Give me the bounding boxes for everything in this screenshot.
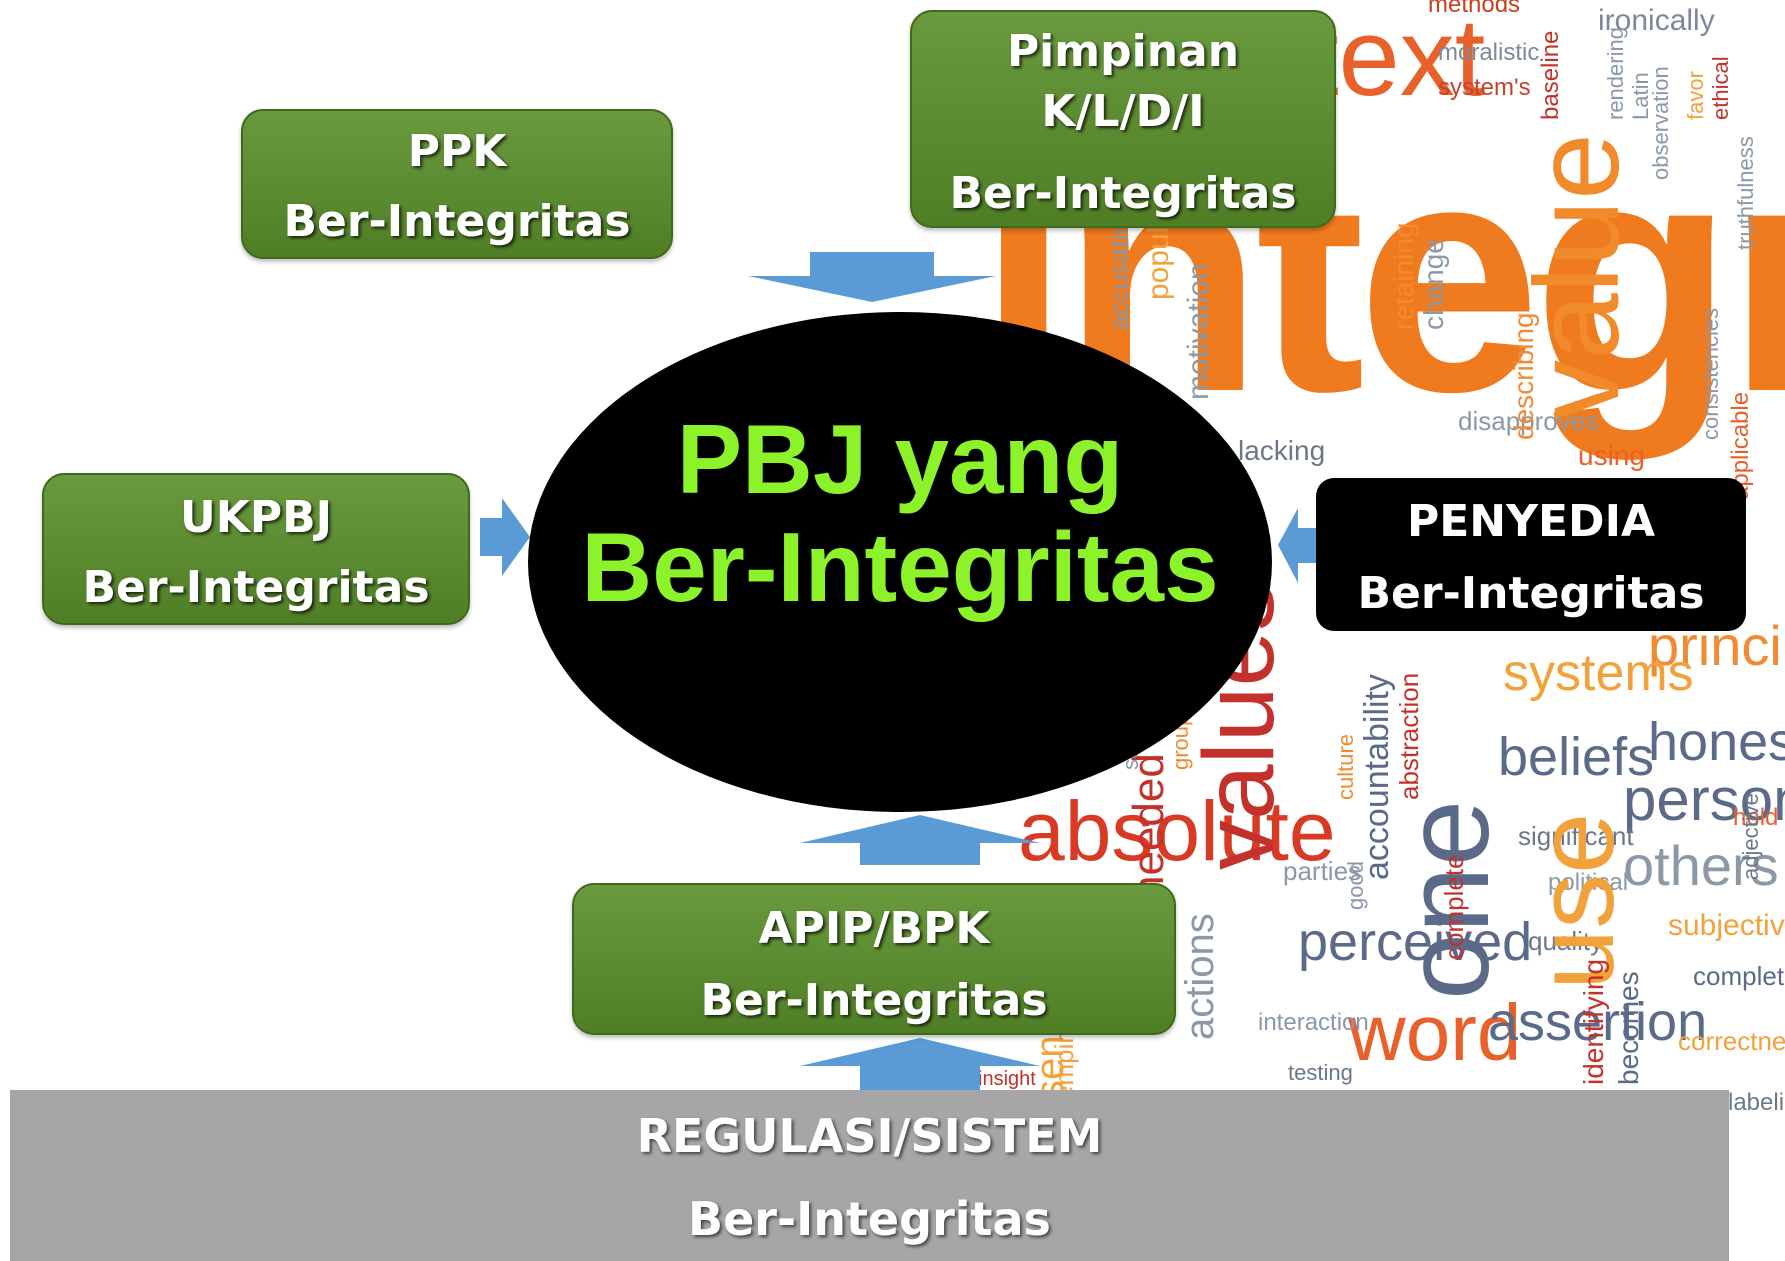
center-title-line2: Ber-Integritas: [581, 512, 1219, 622]
ppk-box: PPK Ber-Integritas: [241, 109, 673, 259]
cloud-word: others: [1623, 834, 1779, 897]
cloud-word: parties: [1283, 856, 1361, 886]
cloud-word: using: [1578, 440, 1645, 471]
cloud-word: beliefs: [1498, 727, 1654, 787]
cloud-word: identifying: [1578, 959, 1609, 1085]
arrow-right-from-ukpbj: [480, 498, 530, 576]
apip-title: APIP/BPK: [758, 903, 990, 954]
cloud-word: moralistic: [1438, 39, 1539, 66]
cloud-word: retaining: [1388, 223, 1419, 330]
ppk-subtitle: Ber-Integritas: [283, 196, 631, 247]
penyedia-subtitle: Ber-Integritas: [1357, 568, 1705, 619]
regulasi-subtitle: Ber-Integritas: [688, 1192, 1051, 1246]
cloud-word: truthfulness: [1733, 136, 1758, 250]
cloud-word: methods: [1428, 0, 1520, 18]
penyedia-title: PENYEDIA: [1407, 496, 1655, 547]
cloud-word: adjective: [1738, 793, 1763, 880]
cloud-word: ethical: [1708, 56, 1733, 120]
cloud-word: value: [1510, 133, 1644, 420]
cloud-word: one: [1380, 800, 1514, 1000]
center-title: PBJ yang Ber-Integritas: [528, 405, 1272, 621]
cloud-word: use: [1514, 813, 1637, 990]
cloud-word: interaction: [1258, 1009, 1369, 1036]
cloud-word: lacking: [1238, 435, 1325, 466]
cloud-word: becomes: [1613, 971, 1644, 1085]
cloud-word: disapproves: [1458, 406, 1598, 436]
cloud-word: insight: [978, 1068, 1036, 1090]
arrow-up-from-apip: [800, 815, 1040, 865]
cloud-word: culture: [1333, 734, 1358, 800]
ppk-title: PPK: [407, 126, 507, 177]
cloud-word: correctness: [1678, 1026, 1785, 1056]
apip-subtitle: Ber-Integritas: [700, 975, 1048, 1026]
cloud-word: accountability: [1358, 674, 1396, 880]
pimpinan-title-line1: Pimpinan: [1006, 26, 1240, 77]
cloud-word: ironically: [1598, 4, 1715, 37]
cloud-word: testing: [1288, 1060, 1353, 1085]
ukpbj-title: UKPBJ: [180, 492, 332, 543]
cloud-word: word: [1347, 988, 1521, 1077]
center-title-line1: PBJ yang: [676, 404, 1124, 514]
pimpinan-title-line2: K/L/D/I: [1041, 86, 1205, 137]
pimpinan-box: Pimpinan K/L/D/I Ber-Integritas: [910, 10, 1336, 228]
cloud-word: good: [1343, 861, 1368, 910]
arrow-down-from-pimpinan: [748, 252, 996, 302]
ukpbj-box: UKPBJ Ber-Integritas: [42, 473, 470, 625]
cloud-word: hold: [1733, 804, 1778, 831]
cloud-word: system's: [1438, 74, 1531, 101]
cloud-word: subjectively: [1668, 909, 1785, 942]
word-cloud-svg: integrity text methods ironically morali…: [978, 0, 1785, 1116]
cloud-word: complete: [1439, 855, 1469, 961]
cloud-word: rendering: [1603, 27, 1628, 120]
cloud-word: favor: [1683, 71, 1708, 120]
arrow-up-from-regulasi: [800, 1038, 1040, 1090]
cloud-word: describing: [1508, 312, 1539, 440]
cloud-word: completely: [1693, 961, 1785, 991]
regulasi-title: REGULASI/SISTEM: [636, 1109, 1103, 1163]
cloud-word: honesty: [1648, 712, 1785, 772]
cloud-word: absolute: [1018, 784, 1336, 878]
cloud-word: political: [1548, 869, 1628, 896]
center-ellipse: [528, 312, 1272, 812]
apip-bpk-box: APIP/BPK Ber-Integritas: [572, 883, 1176, 1035]
cloud-word: significant: [1518, 821, 1634, 851]
cloud-word: quality: [1528, 926, 1603, 956]
ukpbj-subtitle: Ber-Integritas: [82, 562, 430, 613]
cloud-word: person: [1623, 766, 1785, 833]
cloud-word: baseline: [1537, 31, 1564, 120]
penyedia-box: PENYEDIA Ber-Integritas: [1316, 478, 1746, 631]
cloud-word: motivation: [1182, 263, 1215, 400]
cloud-word: actions: [1178, 913, 1222, 1040]
arrow-left-from-penyedia: [1278, 508, 1318, 583]
cloud-word: perceived: [1298, 912, 1532, 972]
cloud-word: assertion: [1488, 992, 1707, 1052]
cloud-word: Latin: [1628, 72, 1653, 120]
cloud-word: consistencies: [1698, 308, 1723, 440]
cloud-word: observation: [1648, 66, 1673, 180]
cloud-word: labeling: [1728, 1089, 1785, 1116]
cloud-word: change: [1418, 238, 1449, 330]
cloud-word: systems: [1503, 644, 1694, 702]
cloud-word: abstraction: [1394, 673, 1424, 800]
pimpinan-subtitle: Ber-Integritas: [949, 168, 1297, 219]
regulasi-sistem-bar: REGULASI/SISTEM Ber-Integritas: [10, 1090, 1729, 1261]
cloud-word: needed: [1124, 753, 1173, 900]
cloud-word: text: [1308, 0, 1485, 119]
integrity-word-cloud: integrity text methods ironically morali…: [958, 0, 1785, 1150]
